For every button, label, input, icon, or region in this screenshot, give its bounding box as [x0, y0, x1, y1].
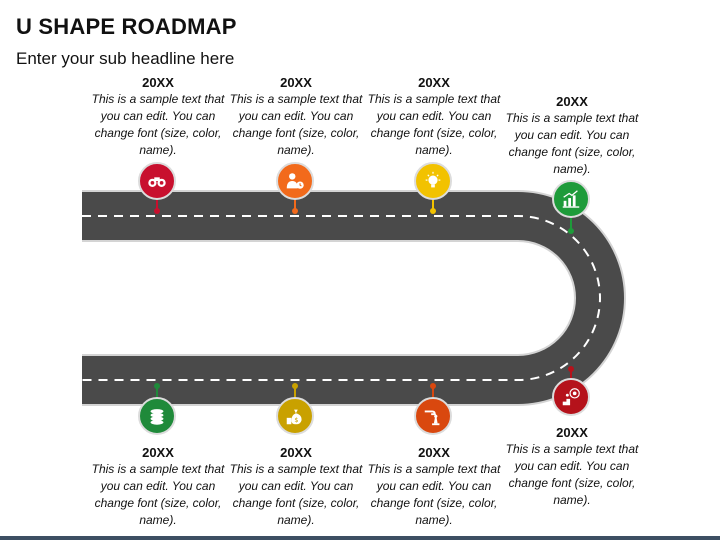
money-bag-icon: $	[286, 409, 302, 425]
road-edge-inner	[82, 242, 574, 354]
milestone-8-dot	[154, 383, 160, 389]
milestone-4-dot	[568, 228, 574, 234]
milestone-4-year: 20XX	[556, 94, 588, 109]
milestone-8-text: 20XX This is a sample text that you can …	[88, 444, 228, 529]
milestone-6-pin	[432, 387, 434, 397]
lightbulb-icon	[425, 171, 441, 188]
milestone-7-text: 20XX This is a sample text that you can …	[226, 444, 366, 529]
milestone-8-badge	[138, 397, 176, 435]
road-border	[82, 189, 627, 407]
milestone-8-year: 20XX	[142, 445, 174, 460]
milestone-1-pin	[156, 200, 158, 210]
milestone-5-year: 20XX	[556, 425, 588, 440]
milestone-1-desc: This is a sample text that you can edit.…	[91, 92, 225, 157]
milestone-1-badge	[138, 162, 176, 200]
milestone-2-year: 20XX	[280, 75, 312, 90]
milestone-4-text: 20XX This is a sample text that you can …	[502, 93, 642, 178]
milestone-7-pin	[294, 387, 296, 397]
milestone-3-desc: This is a sample text that you can edit.…	[367, 92, 501, 157]
milestone-2-pin	[294, 200, 296, 210]
milestone-3-badge	[414, 162, 452, 200]
hand-chess-icon	[424, 410, 440, 426]
milestone-7-year: 20XX	[280, 445, 312, 460]
milestone-3-pin	[432, 200, 434, 210]
milestone-7-desc: This is a sample text that you can edit.…	[229, 462, 363, 527]
milestone-6-year: 20XX	[418, 445, 450, 460]
milestone-5-dot	[568, 366, 574, 372]
milestone-1-year: 20XX	[142, 75, 174, 90]
milestone-2-desc: This is a sample text that you can edit.…	[229, 92, 363, 157]
milestone-2-badge	[276, 162, 314, 200]
milestone-6-dot	[430, 383, 436, 389]
milestone-6-badge	[414, 397, 452, 435]
milestone-5-badge	[552, 378, 590, 416]
milestone-2-text: 20XX This is a sample text that you can …	[226, 74, 366, 159]
target-climb-icon	[562, 388, 580, 406]
milestone-6-text: 20XX This is a sample text that you can …	[364, 444, 504, 529]
page-title: U SHAPE ROADMAP	[16, 14, 237, 39]
milestone-3-dot	[430, 208, 436, 214]
bottom-accent-bar	[0, 536, 720, 540]
milestone-5-desc: This is a sample text that you can edit.…	[505, 442, 639, 507]
milestone-8-desc: This is a sample text that you can edit.…	[91, 462, 225, 527]
milestone-5-pin	[570, 370, 572, 380]
milestone-4-desc: This is a sample text that you can edit.…	[505, 111, 639, 176]
milestone-1-dot	[154, 208, 160, 214]
person-clock-icon	[286, 173, 304, 189]
milestone-4-pin	[570, 218, 572, 230]
milestone-8-pin	[156, 387, 158, 397]
milestone-2-dot	[292, 208, 298, 214]
svg-text:$: $	[294, 416, 298, 424]
page-subtitle: Enter your sub headline here	[16, 49, 235, 68]
lane-marking	[82, 215, 601, 381]
milestone-7-badge: $	[276, 397, 314, 435]
milestone-5-text: 20XX This is a sample text that you can …	[502, 424, 642, 509]
growth-chart-icon	[562, 190, 580, 208]
milestone-7-dot	[292, 383, 298, 389]
milestone-3-text: 20XX This is a sample text that you can …	[364, 74, 504, 159]
milestone-6-desc: This is a sample text that you can edit.…	[367, 462, 501, 527]
milestone-4-badge	[552, 180, 590, 218]
milestone-1-text: 20XX This is a sample text that you can …	[88, 74, 228, 159]
coin-stack-icon	[150, 409, 164, 425]
binoculars-icon	[148, 177, 166, 187]
milestone-3-year: 20XX	[418, 75, 450, 90]
